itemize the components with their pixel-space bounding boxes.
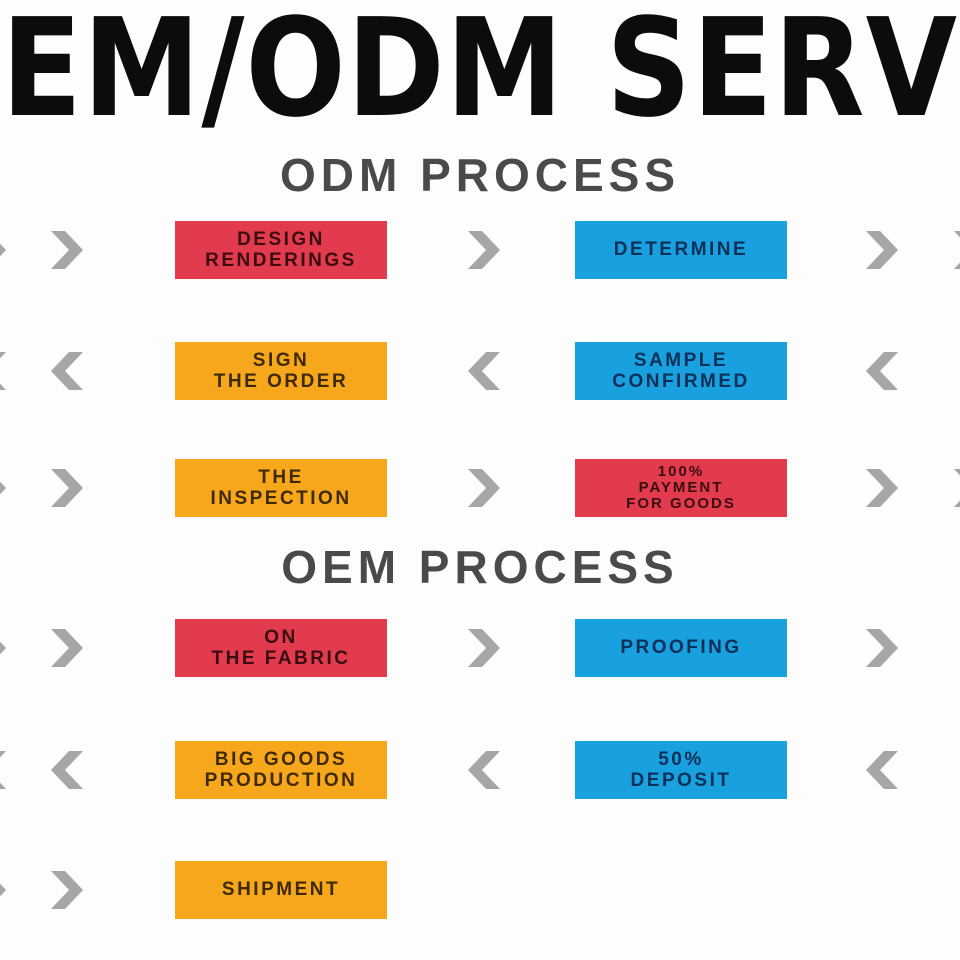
right-arrow-icon [0, 469, 6, 507]
process-box-design-renderings: DESIGN RENDERINGS [175, 221, 387, 279]
process-box-label: SAMPLE CONFIRMED [612, 349, 750, 392]
process-row-6: SHIPMENT [0, 861, 960, 919]
right-arrow-icon [0, 629, 6, 667]
right-arrow-icon [51, 469, 83, 507]
section-heading-odm: ODM PROCESS [279, 149, 681, 201]
process-box-label: ON THE FABRIC [211, 626, 351, 669]
process-box-label: THE INSPECTION [210, 466, 352, 509]
process-row-2: SIGN THE ORDER SAMPLE CONFIRMED [0, 342, 960, 400]
process-row-1: DESIGN RENDERINGS DETERMINE [0, 221, 960, 279]
left-arrow-icon [51, 751, 83, 789]
left-arrow-icon [866, 751, 898, 789]
right-arrow-icon [51, 231, 83, 269]
process-box-label: BIG GOODS PRODUCTION [204, 748, 358, 791]
right-arrow-icon [468, 629, 500, 667]
process-box-sample-confirmed: SAMPLE CONFIRMED [575, 342, 787, 400]
process-row-5: BIG GOODS PRODUCTION 50% DEPOSIT [0, 741, 960, 799]
process-box-label: SHIPMENT [221, 879, 341, 901]
process-box-label: DETERMINE [613, 239, 749, 261]
process-box-on-the-fabric: ON THE FABRIC [175, 619, 387, 677]
page-title: OEM/ODM SERVICE [0, 0, 960, 148]
process-box-label: 50% DEPOSIT [630, 748, 732, 791]
process-box-proofing: PROOFING [575, 619, 787, 677]
process-row-3: THE INSPECTION 100% PAYMENT FOR GOODS [0, 459, 960, 517]
process-box-label: PROOFING [620, 637, 742, 659]
process-box-shipment: SHIPMENT [175, 861, 387, 919]
right-arrow-icon [954, 469, 960, 507]
process-box-50-deposit: 50% DEPOSIT [575, 741, 787, 799]
process-box-big-goods-production: BIG GOODS PRODUCTION [175, 741, 387, 799]
process-box-label: DESIGN RENDERINGS [205, 228, 357, 271]
right-arrow-icon [866, 231, 898, 269]
left-arrow-icon [0, 352, 6, 390]
left-arrow-icon [0, 751, 6, 789]
process-box-determine: DETERMINE [575, 221, 787, 279]
right-arrow-icon [866, 629, 898, 667]
right-arrow-icon [468, 231, 500, 269]
left-arrow-icon [468, 751, 500, 789]
process-box-sign-the-order: SIGN THE ORDER [175, 342, 387, 400]
right-arrow-icon [51, 871, 83, 909]
right-arrow-icon [954, 231, 960, 269]
process-box-100-payment: 100% PAYMENT FOR GOODS [575, 459, 787, 517]
left-arrow-icon [866, 352, 898, 390]
left-arrow-icon [51, 352, 83, 390]
process-box-label: 100% PAYMENT FOR GOODS [626, 462, 736, 513]
right-arrow-icon [866, 469, 898, 507]
right-arrow-icon [0, 231, 6, 269]
section-heading-oem: OEM PROCESS [281, 541, 679, 593]
left-arrow-icon [468, 352, 500, 390]
right-arrow-icon [51, 629, 83, 667]
process-box-the-inspection: THE INSPECTION [175, 459, 387, 517]
process-row-4: ON THE FABRIC PROOFING [0, 619, 960, 677]
process-box-label: SIGN THE ORDER [213, 349, 349, 392]
right-arrow-icon [0, 871, 6, 909]
right-arrow-icon [468, 469, 500, 507]
